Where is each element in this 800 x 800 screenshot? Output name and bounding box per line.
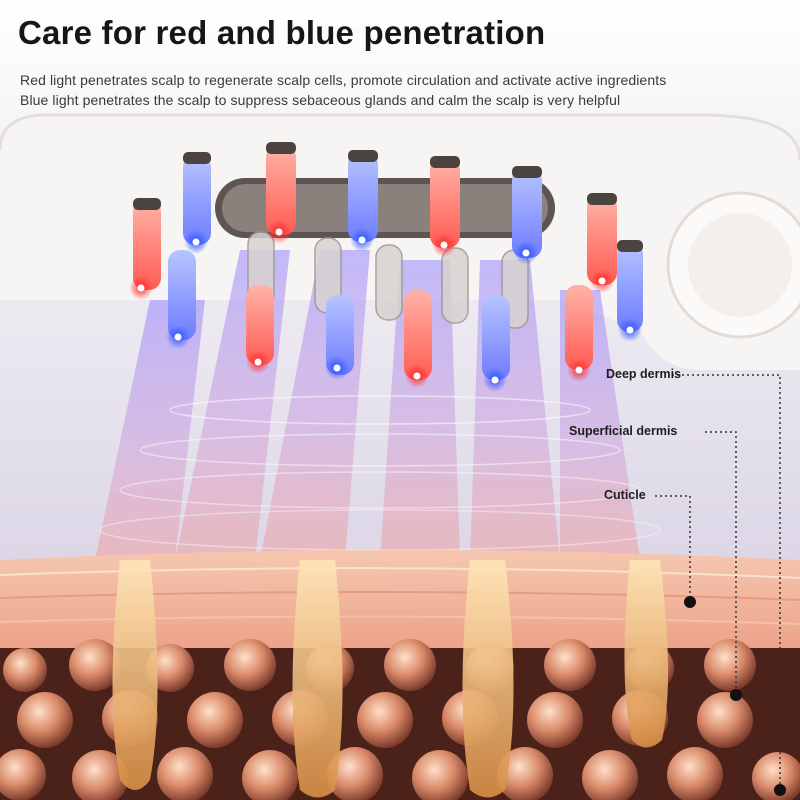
label-superficial-dermis: Superficial dermis [569, 424, 678, 438]
light-bristles [133, 142, 643, 380]
clear-pins [247, 231, 529, 329]
light-beams [95, 250, 661, 560]
leader-lines [655, 374, 781, 790]
page-title: Care for red and blue penetration [18, 14, 546, 51]
red-light-description: Red light penetrates scalp to regenerate… [20, 72, 667, 88]
hair-follicles [112, 560, 669, 798]
label-cuticle: Cuticle [604, 488, 646, 502]
label-deep-dermis: Deep dermis [606, 367, 682, 381]
leader-dots [684, 596, 786, 796]
led-lights [129, 220, 642, 392]
blue-light-description: Blue light penetrates the scalp to suppr… [20, 92, 621, 108]
